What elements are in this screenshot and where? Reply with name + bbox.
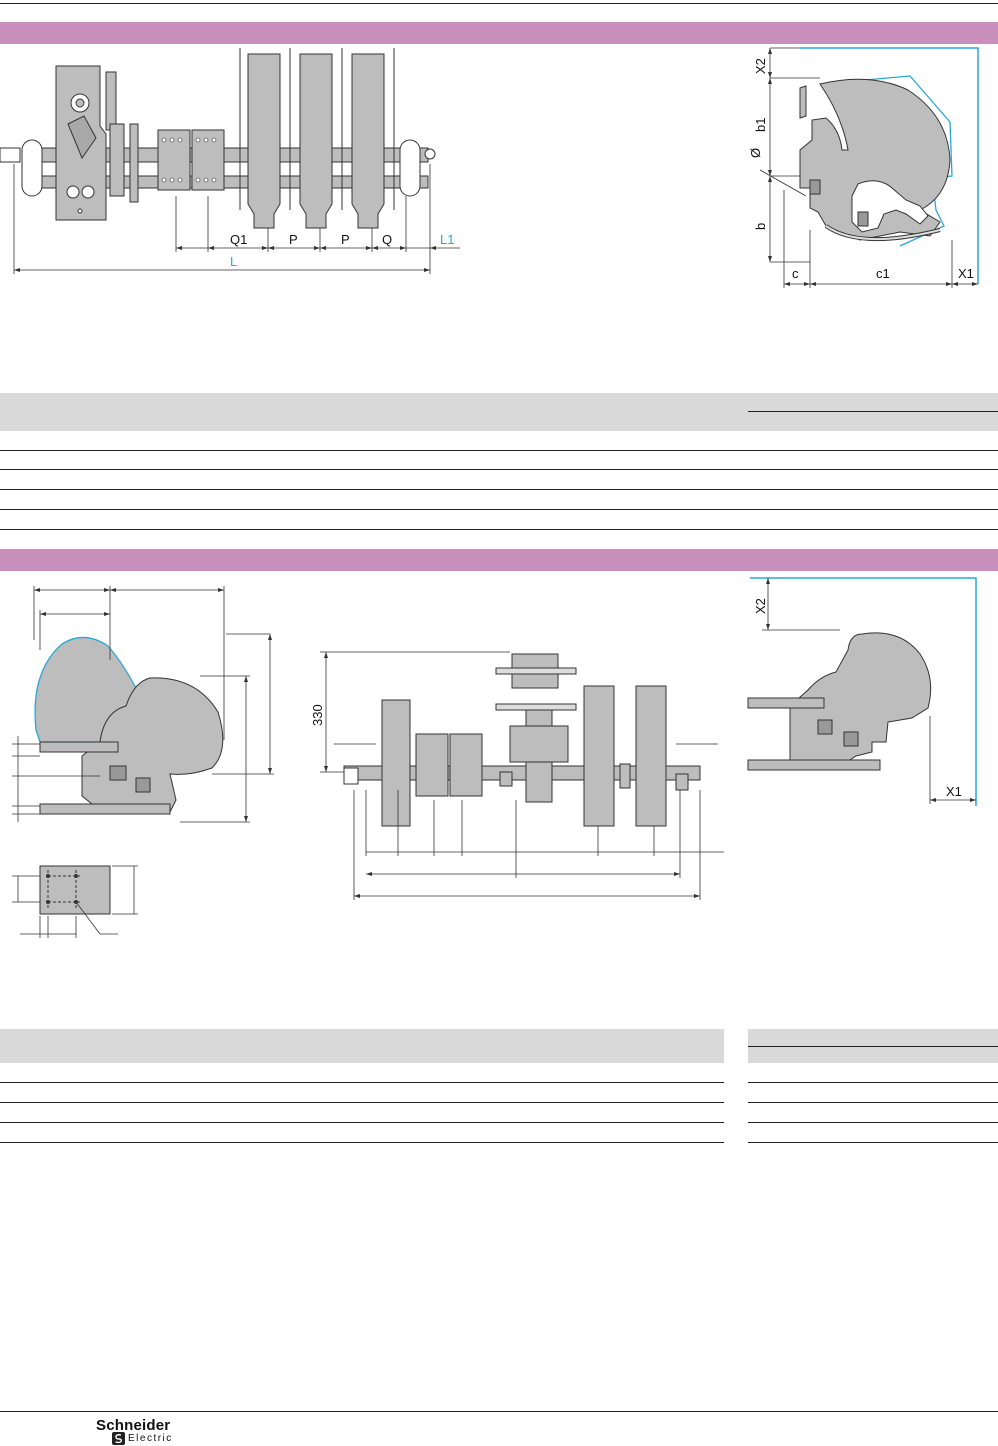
side-view-left-drawing — [12, 586, 274, 938]
schneider-logo-icon — [112, 1432, 125, 1445]
label-x2-right: X2 — [753, 598, 768, 614]
table-2-row-rule — [748, 1082, 998, 1083]
section-band-bottom — [0, 549, 998, 571]
label-b: b — [753, 223, 768, 230]
table-1-subheader-rule — [748, 411, 998, 412]
table-2-row-rule — [748, 1142, 998, 1143]
table-1-row-rule — [0, 450, 998, 451]
label-x2: X2 — [753, 58, 768, 74]
table-1-row-rule — [0, 469, 998, 470]
table-2-row-rule — [748, 1122, 998, 1123]
label-q: Q — [382, 232, 392, 247]
label-x1-right: X1 — [946, 784, 962, 799]
table-2-row-rule — [0, 1082, 724, 1083]
label-q1: Q1 — [230, 232, 247, 247]
footer-rule — [0, 1411, 998, 1412]
label-c: c — [792, 266, 799, 281]
label-p1: P — [289, 232, 298, 247]
section-band-top — [0, 22, 998, 44]
table-2-row-rule — [0, 1122, 724, 1123]
table-2-row-rule — [0, 1142, 724, 1143]
table-2-row-rule — [0, 1102, 724, 1103]
assembly-front-middle-drawing: 330 — [310, 651, 724, 900]
table-1-row-rule — [0, 509, 998, 510]
assembly-front-drawing: Q1 P P Q L1 L — [0, 48, 460, 274]
side-view-right-drawing: X2 X1 — [747, 577, 977, 806]
side-view-drawing: X2 b1 Ø b c c1 X1 — [748, 47, 979, 288]
label-330: 330 — [310, 704, 325, 726]
label-p2: P — [341, 232, 350, 247]
table-1-row-rule — [0, 529, 998, 530]
top-rule — [0, 3, 998, 4]
brand-sub: Electric — [128, 1433, 173, 1444]
table-1-header — [0, 393, 998, 431]
table-1-row-rule — [0, 489, 998, 490]
table-2-header-left — [0, 1029, 724, 1063]
label-diameter: Ø — [748, 148, 763, 158]
table-2-row-rule — [748, 1102, 998, 1103]
brand-name: Schneider — [96, 1417, 171, 1434]
label-x1: X1 — [958, 266, 974, 281]
label-l1: L1 — [440, 232, 454, 247]
table-2-subheader-rule — [748, 1046, 998, 1047]
label-l: L — [230, 254, 237, 269]
label-b1: b1 — [753, 118, 768, 132]
label-c1: c1 — [876, 266, 890, 281]
